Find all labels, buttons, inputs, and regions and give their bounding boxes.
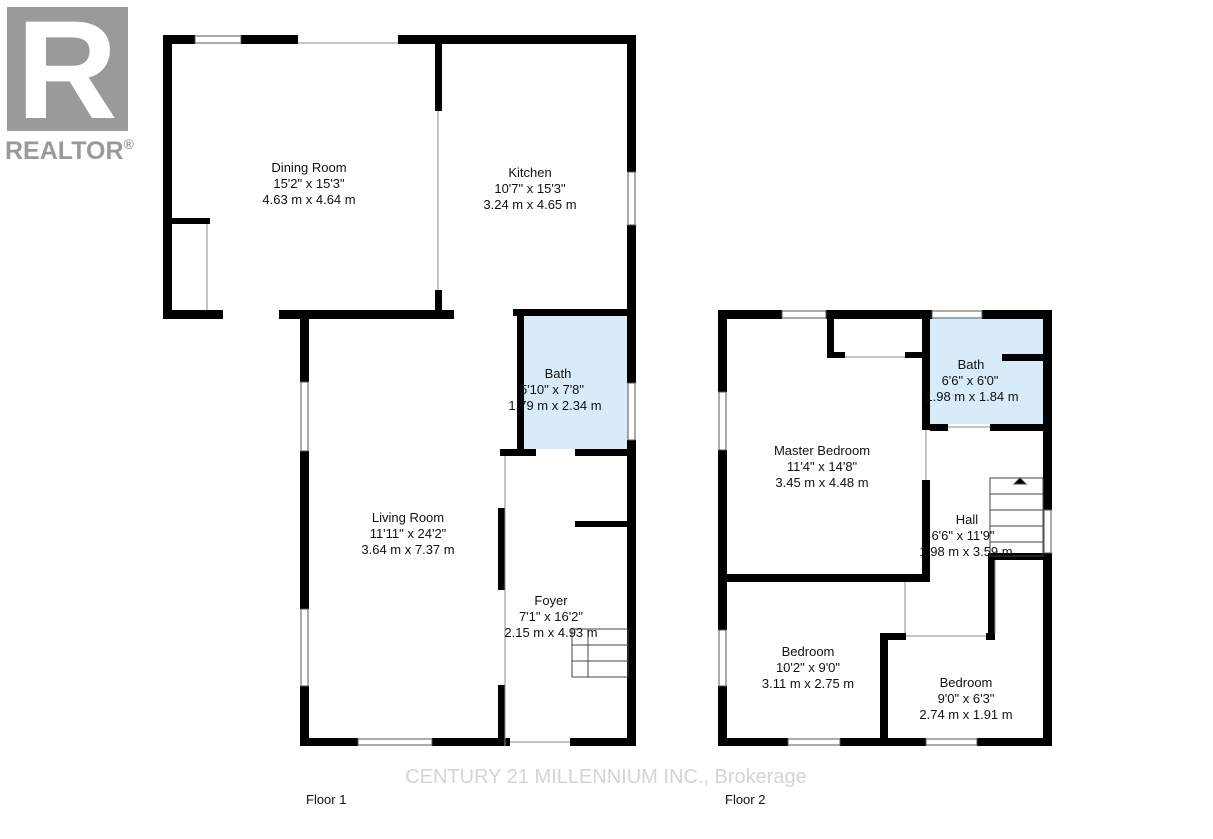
- room-imperial: 10'2" x 9'0": [776, 660, 840, 675]
- room-imperial: 6'6" x 6'0": [942, 373, 999, 388]
- realtor-logo: R REALTOR®: [5, 0, 135, 165]
- room-imperial: 9'0" x 6'3": [938, 691, 995, 706]
- realtor-wordmark: REALTOR®: [5, 136, 135, 165]
- room-imperial: 15'2" x 15'3": [273, 176, 345, 191]
- room-metric: 3.45 m x 4.48 m: [775, 475, 868, 490]
- room-name: Bedroom: [940, 675, 993, 690]
- realtor-logo-letter: R: [16, 0, 117, 148]
- room-metric: 3.64 m x 7.37 m: [361, 542, 454, 557]
- room-imperial: 7'1" x 16'2": [519, 609, 583, 624]
- room-name: Bath: [545, 366, 572, 381]
- room-imperial: 10'7" x 15'3": [494, 181, 566, 196]
- room-metric: 1.98 m x 3.59 m: [919, 544, 1012, 559]
- realtor-logo-block: [7, 7, 128, 131]
- floor-2-label: Floor 2: [725, 792, 765, 807]
- room-imperial: 11'4" x 14'8": [787, 459, 858, 474]
- room-foyer: Foyer 7'1" x 16'2" 2.15 m x 4.93 m: [504, 593, 597, 640]
- room-imperial: 11'11" x 24'2": [370, 526, 447, 541]
- brokerage-watermark: CENTURY 21 MILLENNIUM INC., Brokerage: [405, 766, 807, 788]
- room-metric: 2.74 m x 1.91 m: [919, 707, 1012, 722]
- room-bath: Bath 5'10" x 7'8" 1.79 m x 2.34 m: [508, 366, 601, 413]
- floor-2-plan: [718, 310, 1052, 746]
- room-hall: Hall 6'6" x 11'9" 1.98 m x 3.59 m: [919, 512, 1012, 559]
- floor2-stairs: [989, 477, 1044, 557]
- room-metric: 2.15 m x 4.93 m: [504, 625, 597, 640]
- room-name: Hall: [956, 512, 979, 527]
- room-name: Living Room: [372, 510, 444, 525]
- floor1-walls: [163, 35, 636, 746]
- floor1-stairs: [571, 628, 629, 678]
- room-bath-2: Bath 6'6" x 6'0" 1.98 m x 1.84 m: [925, 357, 1018, 404]
- room-metric: 1.79 m x 2.34 m: [508, 398, 601, 413]
- floor2-windows: [718, 310, 1052, 746]
- floor2-openings: [845, 356, 996, 637]
- room-metric: 1.98 m x 1.84 m: [925, 389, 1018, 404]
- room-bedroom-1: Bedroom 10'2" x 9'0" 3.11 m x 2.75 m: [762, 644, 854, 691]
- room-bedroom-2: Bedroom 9'0" x 6'3" 2.74 m x 1.91 m: [919, 675, 1012, 722]
- room-kitchen: Kitchen 10'7" x 15'3" 3.24 m x 4.65 m: [483, 165, 576, 212]
- floor-1-plan: [163, 35, 636, 746]
- floor1-openings: [206, 42, 570, 746]
- floor-1-label: Floor 1: [306, 792, 346, 807]
- room-name: Dining Room: [271, 160, 346, 175]
- room-metric: 3.11 m x 2.75 m: [762, 676, 854, 691]
- floor2-bath-fill: [930, 318, 1045, 424]
- room-dining-room: Dining Room 15'2" x 15'3" 4.63 m x 4.64 …: [262, 160, 355, 207]
- floor1-bath-fill: [524, 315, 628, 449]
- room-living-room: Living Room 11'11" x 24'2" 3.64 m x 7.37…: [361, 510, 454, 557]
- room-imperial: 5'10" x 7'8": [520, 382, 584, 397]
- room-metric: 4.63 m x 4.64 m: [262, 192, 355, 207]
- room-metric: 3.24 m x 4.65 m: [483, 197, 576, 212]
- room-name: Bath: [958, 357, 985, 372]
- room-imperial: 6'6" x 11'9": [931, 528, 994, 543]
- room-master-bedroom: Master Bedroom 11'4" x 14'8" 3.45 m x 4.…: [774, 443, 870, 490]
- room-name: Master Bedroom: [774, 443, 870, 458]
- room-name: Kitchen: [508, 165, 551, 180]
- room-name: Bedroom: [782, 644, 835, 659]
- room-name: Foyer: [534, 593, 568, 608]
- floor1-windows: [194, 35, 636, 746]
